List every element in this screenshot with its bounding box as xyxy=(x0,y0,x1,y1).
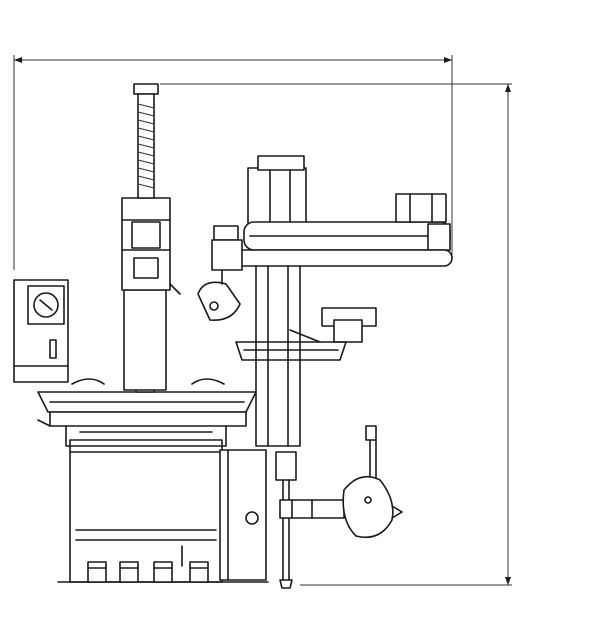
tower-post xyxy=(247,155,307,589)
helper-clamp xyxy=(197,225,243,321)
foot-pedals xyxy=(87,545,209,583)
width-dimension xyxy=(13,55,453,270)
center-column xyxy=(121,197,181,391)
mount-demount-head xyxy=(235,307,377,361)
bead-breaker xyxy=(279,425,403,539)
control-panel-box xyxy=(13,279,69,383)
machine-base xyxy=(57,439,269,583)
vertical-screw-spring xyxy=(133,83,159,199)
height-dimension xyxy=(160,83,512,586)
horizontal-arm xyxy=(217,193,453,267)
